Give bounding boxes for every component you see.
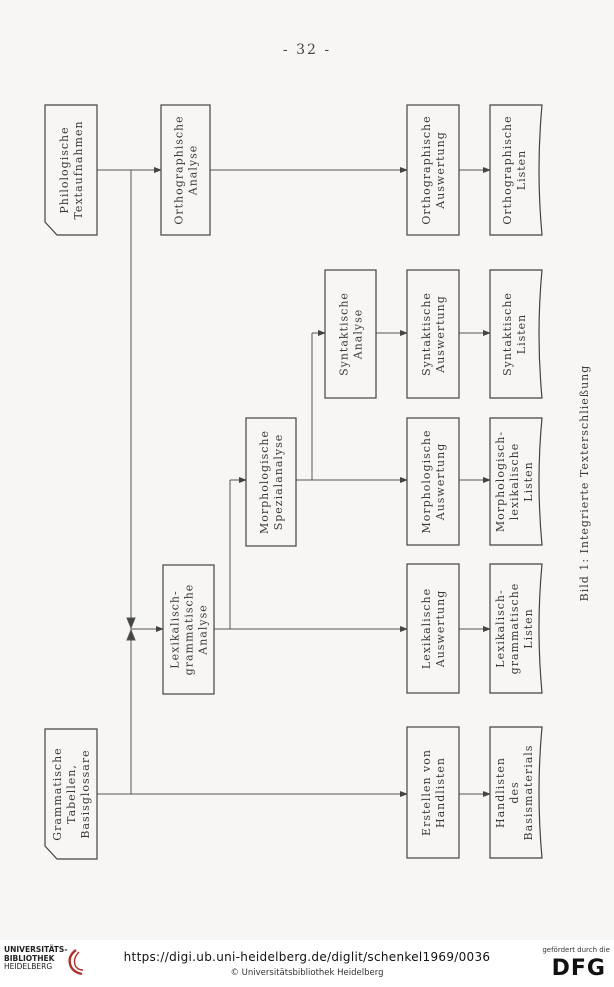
label-line: grammatische <box>508 583 521 675</box>
label-line: Spezialanalyse <box>272 434 285 531</box>
label-line: Lexikalisch- <box>169 590 182 668</box>
label-line: Philologische <box>58 126 71 213</box>
label-morph-auswertung: MorphologischeAuswertung <box>420 430 447 534</box>
box-morphologisch-lexikalische-listen <box>489 417 543 546</box>
label-line: Auswertung <box>434 590 447 669</box>
page-number: - 32 - <box>282 42 332 58</box>
trunk-arrow-down <box>126 617 136 630</box>
label-line: des <box>508 781 521 803</box>
label-line: Lexikalische <box>420 588 433 669</box>
box-orthographische-analyse <box>160 104 211 236</box>
label-lex-analyse: Lexikalisch-grammatischeAnalyse <box>169 584 210 676</box>
label-line: Tabellen, <box>65 764 78 824</box>
label-line: Grammatische <box>51 747 64 840</box>
box-handlisten-basismaterials <box>489 726 543 859</box>
figure-caption: Bild 1: Integrierte Texterschließung <box>578 365 591 602</box>
label-synt-auswertung: SyntaktischeAuswertung <box>420 292 447 376</box>
label-handlisten-erstellen: Erstellen vonHandlisten <box>420 749 447 836</box>
label-line: Handlisten <box>434 757 447 828</box>
label-line: Lexikalisch- <box>494 589 507 667</box>
label-ortho-auswertung: OrthographischeAuswertung <box>420 115 447 224</box>
source-url-link[interactable]: https://digi.ub.uni-heidelberg.de/diglit… <box>123 950 491 964</box>
logo-line-2: BIBLIOTHEK <box>4 953 55 963</box>
label-line: Listen <box>522 461 535 501</box>
trunk-arrow-up <box>126 628 136 641</box>
label-line: Orthographische <box>420 115 433 224</box>
label-synt-analyse: SyntaktischeAnalyse <box>338 292 365 376</box>
label-line: Analyse <box>187 145 200 196</box>
flow-diagram: PhilologischeTextaufnahmen Orthographisch… <box>44 104 591 860</box>
label-gram-tabellen: GrammatischeTabellen,Basisglossare <box>51 747 92 840</box>
label-line: Auswertung <box>434 131 447 210</box>
box-lexikalisch-grammatische-listen <box>489 563 543 694</box>
university-library-logo: UNIVERSITÄTS- BIBLIOTHEK HEIDELBERG <box>4 945 68 972</box>
label-philologische: PhilologischeTextaufnahmen <box>58 120 85 219</box>
logo-line-3: HEIDELBERG <box>4 962 53 971</box>
label-line: Textaufnahmen <box>72 120 85 219</box>
label-line: Syntaktische <box>338 292 351 376</box>
box-syntaktische-auswertung <box>406 269 460 399</box>
label-line: Analyse <box>197 604 210 655</box>
box-grammatische-tabellen <box>44 728 98 860</box>
label-line: Morphologische <box>258 430 271 534</box>
label-ortho-analyse: OrthographischeAnalyse <box>173 115 200 224</box>
label-line: Handlisten <box>494 757 507 828</box>
dfg-logo: DFG <box>551 956 606 981</box>
label-line: lexikalische <box>508 443 521 520</box>
library-emblem-icon <box>68 949 84 976</box>
footer-bar <box>0 940 614 987</box>
label-line: Analyse <box>352 309 365 360</box>
box-orthographische-auswertung <box>406 104 460 236</box>
box-lexikalische-auswertung <box>406 563 460 694</box>
label-line: Auswertung <box>434 295 447 374</box>
box-erstellen-von-handlisten <box>406 726 460 859</box>
label-line: Basisglossare <box>79 749 92 838</box>
label-lex-listen: Lexikalisch-grammatischeListen <box>494 583 535 675</box>
label-handlisten-basis: HandlistendesBasismaterials <box>494 745 535 841</box>
logo-line-1: UNIVERSITÄTS- <box>4 945 68 954</box>
funding-note: gefördert durch die <box>542 946 610 954</box>
box-syntaktische-analyse <box>324 269 377 399</box>
label-lex-auswertung: LexikalischeAuswertung <box>420 588 447 669</box>
box-morphologische-spezialanalyse <box>245 417 297 547</box>
label-morph-spezial: MorphologischeSpezialanalyse <box>258 430 285 534</box>
label-line: Listen <box>515 150 528 190</box>
label-synt-listen: SyntaktischeListen <box>501 292 528 376</box>
label-line: Listen <box>522 608 535 648</box>
label-line: Erstellen von <box>420 749 433 836</box>
label-line: Morphologisch- <box>494 431 507 532</box>
label-line: Basismaterials <box>522 745 535 841</box>
label-line: Morphologische <box>420 430 433 534</box>
box-syntaktische-listen <box>489 269 543 399</box>
label-line: Auswertung <box>434 443 447 522</box>
label-line: grammatische <box>183 584 196 676</box>
box-orthographische-listen <box>489 104 543 236</box>
box-philologische-textaufnahmen <box>44 104 98 236</box>
label-line: Orthographische <box>173 115 186 224</box>
label-line: Syntaktische <box>501 292 514 376</box>
box-morphologische-auswertung <box>406 417 460 546</box>
box-lexikalisch-grammatische-analyse <box>162 564 215 695</box>
label-line: Syntaktische <box>420 292 433 376</box>
label-ortho-listen: OrthographischeListen <box>501 115 528 224</box>
label-line: Listen <box>515 314 528 354</box>
copyright-text: © Universitätsbibliothek Heidelberg <box>230 968 384 978</box>
label-line: Orthographische <box>501 115 514 224</box>
label-morph-listen: Morphologisch-lexikalischeListen <box>494 431 535 532</box>
